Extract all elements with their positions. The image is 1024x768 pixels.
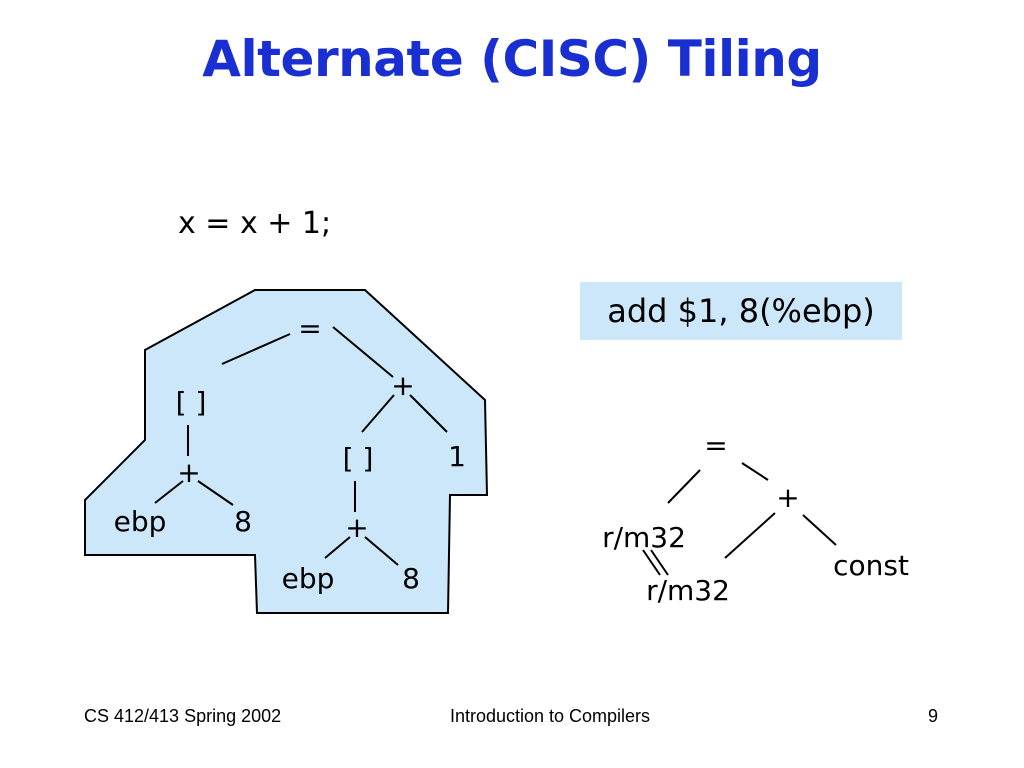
- footer-center: Introduction to Compilers: [449, 706, 651, 726]
- pattern-src-operand: r/m32: [646, 574, 730, 607]
- tree-eight-inner: 8: [402, 562, 420, 595]
- pattern-dst-operand: r/m32: [602, 521, 686, 554]
- source-code: x = x + 1;: [178, 206, 332, 241]
- footer-course: CS 412/413 Spring 2002: [84, 706, 282, 726]
- tree-root-assign: =: [298, 312, 321, 345]
- pattern-const: const: [833, 549, 909, 582]
- tree-ebp-inner: ebp: [282, 562, 335, 595]
- tree-plus-right: +: [391, 369, 414, 402]
- tree-ebp-left: ebp: [114, 505, 167, 538]
- pattern-plus: +: [776, 481, 799, 514]
- tree-load-bracket: [ ]: [343, 442, 374, 475]
- tree-edges: [154, 326, 448, 566]
- slide-title: Alternate (CISC) Tiling: [202, 30, 822, 88]
- tree-const-one: 1: [448, 440, 466, 473]
- pattern-root-assign: =: [704, 429, 727, 462]
- tree-plus-inner: +: [345, 511, 368, 544]
- pattern-edges: [642, 462, 837, 576]
- footer-page-number: 9: [928, 706, 939, 726]
- assembly-instruction: add $1, 8(%ebp): [580, 282, 902, 340]
- tree-store-bracket: [ ]: [176, 386, 207, 419]
- tree-plus-left: +: [177, 456, 200, 489]
- tree-eight-left: 8: [234, 505, 252, 538]
